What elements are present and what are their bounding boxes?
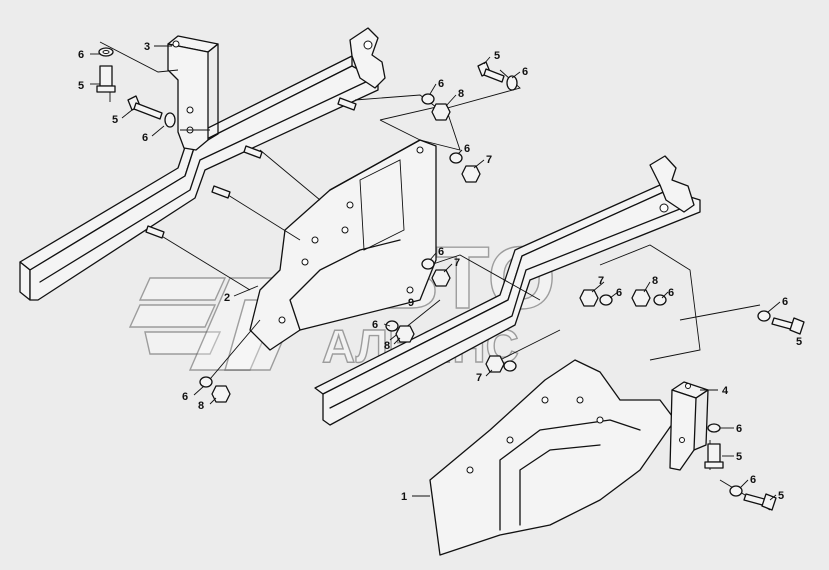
callout-label: 3 <box>144 41 150 53</box>
callout-label: 7 <box>476 372 482 384</box>
left-frame-rail <box>19 27 386 301</box>
callout-label: 5 <box>494 50 500 62</box>
callout-label: 6 <box>438 246 444 258</box>
callout-label: 6 <box>522 66 528 78</box>
callout-label: 6 <box>782 296 788 308</box>
callout-label: 5 <box>736 451 742 463</box>
callout-label: 6 <box>736 423 742 435</box>
callout-label: 8 <box>384 340 390 352</box>
callout-label: 4 <box>722 385 729 397</box>
bracket-3 <box>167 35 219 151</box>
bolt-icon <box>99 65 113 87</box>
callout-label: 5 <box>778 490 784 502</box>
callout-label: 6 <box>616 287 622 299</box>
callout-label: 6 <box>438 78 444 90</box>
callout-label: 8 <box>458 88 464 100</box>
callout-label: 9 <box>408 297 414 309</box>
callout-label: 6 <box>668 287 674 299</box>
fender-1 <box>429 359 676 556</box>
callout-labels: 6 5 3 5 6 5 6 6 8 6 7 6 7 2 9 6 8 6 8 7 … <box>78 41 802 503</box>
callout-label: 1 <box>401 491 407 503</box>
callout-label: 2 <box>224 292 230 304</box>
callout-label: 8 <box>652 275 658 287</box>
callout-label: 6 <box>142 132 148 144</box>
callout-label: 6 <box>78 49 84 61</box>
callout-label: 8 <box>198 400 204 412</box>
bracket-2 <box>249 139 437 351</box>
bracket-4 <box>669 381 709 471</box>
callout-label: 5 <box>796 336 802 348</box>
callout-label: 7 <box>598 275 604 287</box>
callout-leaders <box>90 45 781 501</box>
callout-label: 5 <box>112 114 118 126</box>
callout-label: 6 <box>182 391 188 403</box>
callout-label: 6 <box>464 143 470 155</box>
callout-label: 6 <box>750 474 756 486</box>
callout-label: 6 <box>372 319 378 331</box>
right-frame-rail <box>314 155 701 426</box>
callout-label: 5 <box>78 80 84 92</box>
callout-label: 7 <box>486 154 492 166</box>
callout-label: 7 <box>454 257 460 269</box>
